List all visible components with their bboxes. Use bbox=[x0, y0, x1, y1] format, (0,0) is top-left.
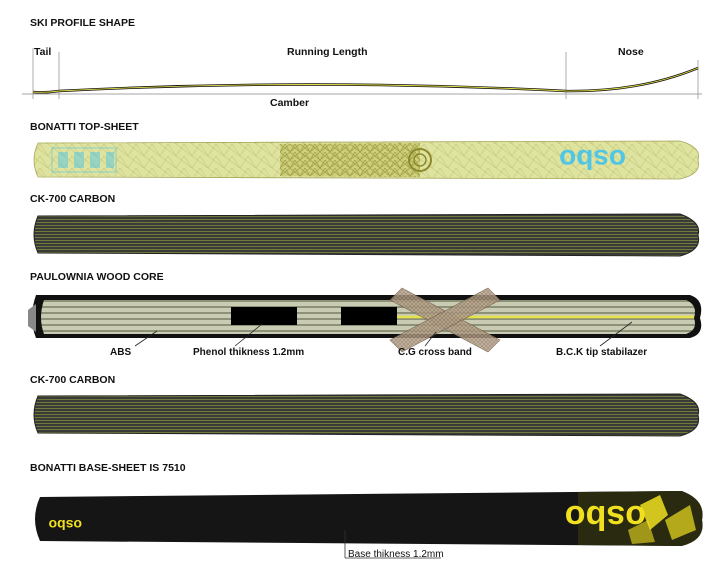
profile-diagram bbox=[22, 48, 702, 99]
base-nose-logo: osbo bbox=[565, 498, 646, 536]
topsheet-logo: osbo bbox=[559, 144, 626, 175]
core-phenol-label: Phenol thikness 1.2mm bbox=[193, 347, 304, 358]
profile-camber-label: Camber bbox=[270, 97, 309, 109]
core-abs-label: ABS bbox=[110, 347, 131, 358]
core-cg-label: C.G cross band bbox=[398, 347, 472, 358]
base-tail-logo: osbo bbox=[49, 517, 82, 533]
cross-band bbox=[389, 287, 501, 353]
profile-running-length-label: Running Length bbox=[287, 46, 367, 58]
carbon1-title: CK-700 CARBON bbox=[30, 193, 115, 205]
profile-title: SKI PROFILE SHAPE bbox=[30, 17, 135, 29]
core-bck-label: B.C.K tip stabilazer bbox=[556, 347, 647, 358]
base-title: BONATTI BASE-SHEET IS 7510 bbox=[30, 462, 186, 474]
base-layer bbox=[35, 491, 703, 559]
profile-tail-label: Tail bbox=[34, 46, 51, 58]
core-layer bbox=[28, 287, 702, 353]
carbon2-title: CK-700 CARBON bbox=[30, 374, 115, 386]
core-title: PAULOWNIA WOOD CORE bbox=[30, 271, 164, 283]
carbon1-layer bbox=[33, 213, 700, 257]
topsheet-title: BONATTI TOP-SHEET bbox=[30, 121, 139, 133]
topsheet-ski bbox=[33, 140, 699, 180]
base-thickness-label: Base thikness 1.2mm bbox=[348, 549, 444, 560]
profile-nose-label: Nose bbox=[618, 46, 644, 58]
carbon2-layer bbox=[33, 393, 700, 437]
